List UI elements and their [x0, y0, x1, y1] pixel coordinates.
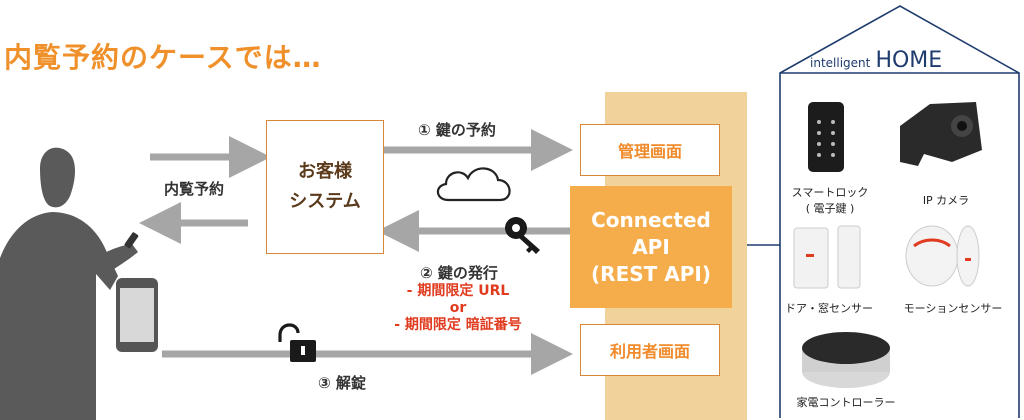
detail-limited-url: - 期間限定 URL — [406, 283, 510, 299]
step2-details: - 期間限定 URL or - 期間限定 暗証番号 — [378, 283, 538, 334]
api-line1: Connected — [591, 207, 711, 232]
appliance-controller-icon — [802, 332, 890, 388]
home-prefix: intelligent — [810, 56, 871, 70]
preview-booking-label: 内覧予約 — [164, 180, 225, 198]
api-line2: API — [632, 234, 670, 259]
tablet-icon — [116, 278, 158, 352]
step3-label: ③ 解錠 — [318, 374, 366, 392]
smart-lock-caption-line2: ( 電子鍵 ) — [805, 202, 855, 215]
phone-in-hand-icon — [124, 232, 139, 249]
door-window-sensor-icon — [793, 225, 861, 289]
step1-label: ① 鍵の予約 — [418, 121, 496, 139]
ip-camera-caption: IP カメラ — [922, 194, 970, 207]
door-window-sensor-caption: ドア・窓センサー — [785, 302, 873, 315]
motion-sensor-caption: モーションセンサー — [903, 302, 1003, 315]
key-icon — [505, 217, 540, 254]
smart-lock-caption-line1: スマートロック — [791, 186, 869, 199]
detail-or: or — [449, 300, 467, 316]
step2-label: ② 鍵の発行 — [420, 264, 498, 282]
appliance-controller-caption: 家電コントローラー — [796, 396, 896, 409]
motion-sensor-icon — [905, 225, 980, 287]
smart-lock-caption: スマートロック ( 電子鍵 ) — [782, 184, 878, 216]
customer-system-line2: システム — [289, 191, 361, 212]
api-line3: (REST API) — [591, 261, 711, 286]
cloud-icon — [436, 167, 511, 202]
user-screen-box: 利用者画面 — [580, 324, 720, 376]
admin-screen-box: 管理画面 — [580, 124, 720, 176]
ip-camera-icon — [900, 102, 982, 166]
detail-limited-pin: - 期間限定 暗証番号 — [394, 317, 522, 333]
person-icon — [0, 147, 138, 420]
page-title: 内覧予約のケースでは… — [4, 41, 322, 74]
customer-system-box: お客様 システム — [266, 120, 384, 254]
connected-api-box: Connected API (REST API) — [570, 186, 732, 308]
open-padlock-icon — [278, 323, 316, 362]
home-title: intelligent HOME — [810, 48, 942, 73]
smart-lock-icon — [808, 102, 844, 172]
house-outline — [779, 5, 1020, 418]
customer-system-line1: お客様 — [298, 161, 352, 182]
home-name: HOME — [875, 48, 943, 73]
